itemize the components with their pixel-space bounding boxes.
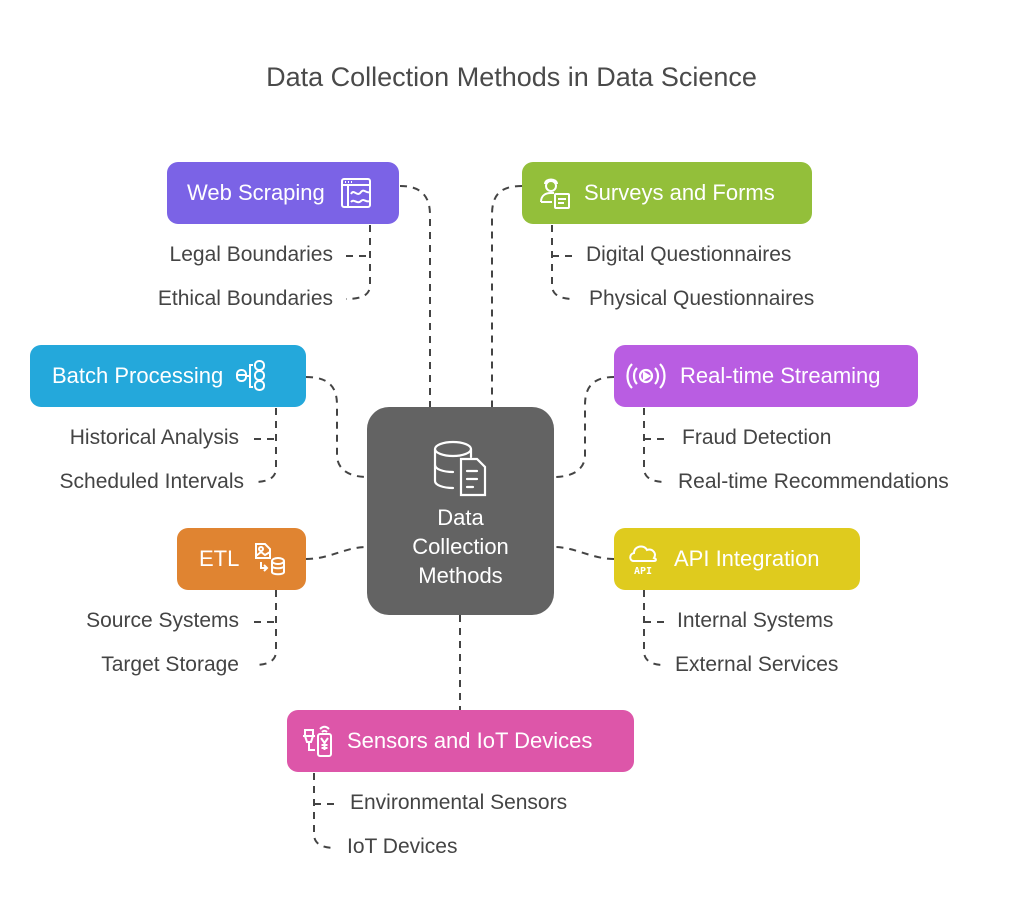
user-form-icon <box>538 176 572 210</box>
leaf-historical-analysis: Historical Analysis <box>69 426 239 449</box>
leaf-target-storage: Target Storage <box>101 653 239 676</box>
connector-etl <box>305 546 368 560</box>
branch-label: Batch Processing <box>52 363 224 388</box>
leaf-iot-devices: IoT Devices <box>347 835 458 858</box>
leaf-internal-systems: Internal Systems <box>677 609 834 632</box>
browser-chart-icon <box>339 176 373 210</box>
branch-web-scraping[interactable]: Web Scraping <box>167 162 399 224</box>
branch-label: Sensors and IoT Devices <box>347 728 593 753</box>
leaf-external-services: External Services <box>675 653 839 676</box>
leaf-realtime-recommendations: Real-time Recommendations <box>678 470 949 493</box>
connector-streaming <box>553 376 615 478</box>
leaf-environmental-sensors: Environmental Sensors <box>350 791 568 814</box>
cloud-api-icon: API <box>626 542 660 576</box>
connector-api <box>553 546 615 560</box>
branch-realtime-streaming[interactable]: Real-time Streaming <box>614 345 918 407</box>
leaf-source-systems: Source Systems <box>86 609 239 632</box>
diagram-title: Data Collection Methods in Data Science <box>266 62 757 92</box>
branch-sensors-iot[interactable]: Sensors and IoT Devices <box>287 710 634 772</box>
connector-batch <box>305 376 368 478</box>
branch-api-integration[interactable]: API API Integration <box>614 528 860 590</box>
connector-surveys <box>491 185 523 407</box>
sensor-phone-icon <box>301 724 335 758</box>
leaf-ethical-boundaries: Ethical Boundaries <box>157 287 333 310</box>
branch-label: API Integration <box>674 546 820 571</box>
branch-surveys-forms[interactable]: Surveys and Forms <box>522 162 812 224</box>
leaf-digital-questionnaires: Digital Questionnaires <box>586 243 792 266</box>
database-batch-icon <box>235 359 269 393</box>
image-to-database-icon <box>253 542 287 576</box>
branch-label: Surveys and Forms <box>584 180 775 205</box>
center-label-line2: Collection <box>412 534 509 559</box>
broadcast-play-icon <box>626 359 666 393</box>
branch-label: Real-time Streaming <box>680 363 881 388</box>
center-node[interactable]: Data Collection Methods <box>367 407 554 615</box>
leaf-fraud-detection: Fraud Detection <box>682 426 832 449</box>
leaf-physical-questionnaires: Physical Questionnaires <box>589 287 815 310</box>
branch-etl[interactable]: ETL <box>177 528 306 590</box>
branch-label: ETL <box>199 546 240 571</box>
leaf-scheduled-intervals: Scheduled Intervals <box>59 470 244 493</box>
branch-label: Web Scraping <box>187 180 325 205</box>
center-label-line3: Methods <box>418 563 503 588</box>
svg-text:API: API <box>634 566 652 576</box>
leaf-legal-boundaries: Legal Boundaries <box>169 243 333 266</box>
database-document-icon <box>429 435 493 499</box>
center-label-line1: Data <box>437 505 484 530</box>
branch-batch-processing[interactable]: Batch Processing <box>30 345 306 407</box>
connector-web-scraping <box>399 185 431 407</box>
